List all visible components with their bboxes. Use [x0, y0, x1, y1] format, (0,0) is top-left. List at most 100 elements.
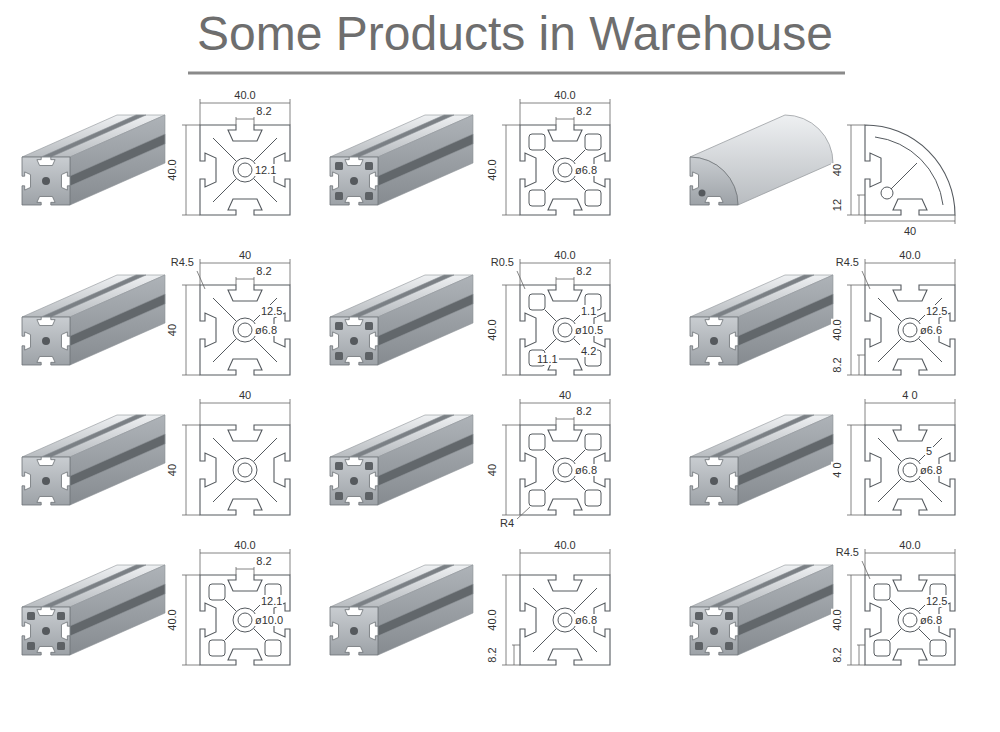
profile-outline — [520, 575, 610, 665]
profile-side — [738, 275, 833, 365]
profile-web — [878, 339, 902, 363]
dimension-label: ø6.8 — [919, 464, 943, 476]
corner-hole — [365, 192, 373, 200]
dimension-line — [851, 425, 852, 515]
profile-side — [378, 415, 473, 505]
corner-hole — [335, 192, 343, 200]
dimension-line — [865, 221, 955, 222]
profile-web — [545, 179, 557, 191]
corner-hole — [874, 640, 890, 656]
dimension-line — [610, 399, 611, 425]
corner-hole — [585, 190, 601, 206]
dimension-label: 8.2 — [831, 356, 843, 373]
dimension-label: 40.0 — [898, 539, 921, 551]
core-hole — [42, 627, 50, 635]
section-drawing — [502, 549, 610, 665]
section-drawing — [847, 399, 955, 515]
profile-slot — [70, 294, 165, 346]
dimension-line — [506, 575, 507, 665]
profile-web — [533, 629, 557, 653]
profile-end — [690, 607, 738, 655]
core-hole — [238, 463, 252, 477]
dimension-line — [859, 645, 860, 665]
dimension-line — [862, 271, 870, 289]
profile-web — [533, 588, 557, 612]
dimension-line — [182, 425, 200, 426]
dimension-line — [556, 119, 574, 120]
dimension-label: ø6.8 — [574, 164, 598, 176]
dimension-line — [290, 99, 291, 125]
profile-outline — [520, 125, 610, 215]
profile-end — [330, 157, 378, 205]
profile-outline — [865, 125, 955, 215]
dimension-label: 40.0 — [233, 539, 256, 551]
profile-side — [70, 415, 165, 505]
corner-hole — [695, 612, 703, 620]
corner-hole — [365, 492, 373, 500]
corner-hole — [209, 584, 225, 600]
dimension-line — [556, 117, 557, 125]
profile-web — [574, 179, 586, 191]
profile-end — [330, 457, 378, 505]
dimension-line — [955, 215, 956, 224]
dimension-label: 12.1 — [254, 164, 277, 176]
profile-outline — [200, 425, 290, 515]
dimension-line — [254, 277, 255, 285]
dimension-line — [186, 575, 187, 665]
dimension-line — [847, 215, 865, 216]
profile-web — [545, 150, 557, 162]
dimension-line — [514, 645, 515, 665]
profile-web — [254, 179, 278, 203]
corner-hole — [874, 584, 890, 600]
dimension-label: 40.0 — [486, 158, 498, 181]
profile-outline — [865, 285, 955, 375]
dimension-line — [847, 125, 865, 126]
dimension-line — [502, 215, 520, 216]
dimension-label: 40.0 — [553, 539, 576, 551]
profile-render — [690, 115, 833, 205]
section-drawing — [847, 549, 955, 665]
dimension-line — [502, 125, 520, 126]
profile-outline — [200, 285, 290, 375]
dimension-label: R4 — [499, 517, 515, 529]
corner-hole — [365, 162, 373, 170]
profile-outline — [520, 425, 610, 515]
dimension-label: ø6.8 — [574, 464, 598, 476]
dimension-line — [290, 549, 291, 575]
dimension-line — [857, 195, 865, 196]
dimension-line — [610, 549, 611, 575]
dimension-line — [520, 403, 610, 404]
dimension-line — [200, 553, 290, 554]
dimension-line — [182, 515, 200, 516]
dimension-label: 40.0 — [166, 158, 178, 181]
section-drawing — [502, 259, 610, 375]
dimension-label: 11.1 — [536, 353, 559, 365]
dimension-line — [859, 355, 860, 375]
dimension-label: 40.0 — [166, 608, 178, 631]
corner-hole — [57, 612, 65, 620]
corner-hole — [529, 134, 545, 150]
core-hole — [42, 477, 50, 485]
profile-end — [22, 457, 70, 505]
profile-web — [545, 310, 557, 322]
dimension-label: R0.5 — [490, 256, 515, 268]
dimension-line — [236, 117, 237, 125]
dimension-line — [502, 575, 520, 576]
dimension-label: 40 — [903, 225, 917, 237]
corner-hole — [335, 492, 343, 500]
dimension-label: 8.2 — [255, 265, 272, 277]
dimension-line — [517, 507, 530, 519]
dimension-label: 8.2 — [486, 646, 498, 663]
dimension-line — [200, 259, 201, 285]
corner-hole — [365, 352, 373, 360]
profile-slot — [70, 434, 165, 486]
profile-web — [545, 479, 557, 491]
corner-hole — [27, 642, 35, 650]
dimension-line — [200, 399, 201, 425]
dimension-line — [186, 285, 187, 375]
section-drawing — [182, 549, 290, 665]
profile-web — [225, 600, 237, 612]
dimension-label: R4.5 — [170, 256, 195, 268]
dimension-line — [556, 417, 557, 425]
